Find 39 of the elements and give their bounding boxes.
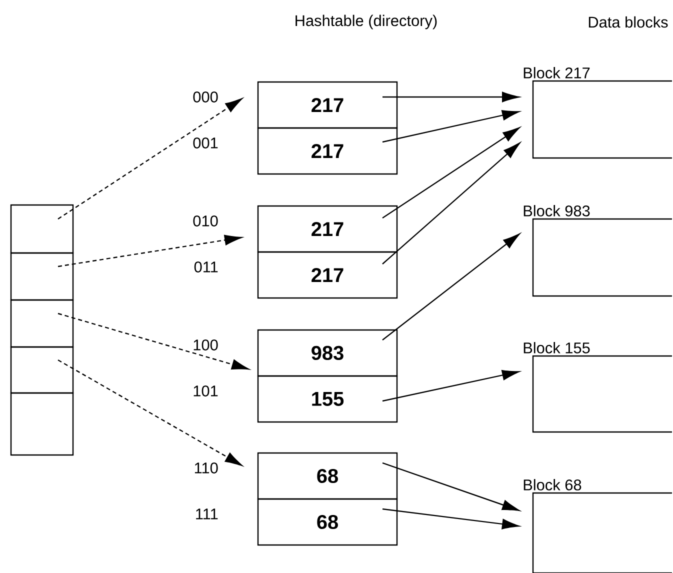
bit-pattern: 011 — [194, 262, 218, 272]
arrow — [382, 462, 520, 511]
data-block: Block 155 — [524, 342, 672, 433]
bit-pattern: 110 — [194, 462, 218, 474]
arrow — [58, 359, 242, 466]
arrow — [58, 312, 249, 370]
array-cell — [10, 346, 74, 394]
array-cell — [10, 392, 74, 456]
column-heading: Data blocks — [588, 16, 668, 28]
array-cell — [10, 299, 74, 348]
data-block: Block 983 — [524, 205, 672, 297]
array-cell — [10, 252, 74, 301]
arrow — [58, 234, 242, 268]
arrow — [382, 508, 520, 530]
directory-entry: 217 — [257, 127, 398, 175]
directory-entry: 68 — [257, 498, 398, 546]
arrow — [382, 142, 520, 264]
arrow — [58, 98, 242, 220]
directory-entry: 217 — [257, 205, 398, 253]
arrow — [382, 127, 520, 218]
bit-pattern: 100 — [194, 340, 218, 350]
directory-entry: 155 — [257, 375, 398, 423]
arrow — [382, 370, 520, 402]
bit-pattern: 111 — [196, 508, 218, 520]
arrow — [382, 92, 520, 102]
arrow — [382, 110, 520, 143]
bit-pattern: 000 — [193, 92, 218, 102]
bit-pattern: 010 — [193, 216, 218, 226]
bit-pattern: 001 — [193, 138, 218, 148]
data-block: Block 217 — [524, 67, 672, 159]
directory-entry: 983 — [257, 329, 398, 377]
array-cell — [10, 204, 74, 254]
bit-pattern: 101 — [194, 386, 218, 396]
arrow — [382, 233, 520, 340]
column-heading: Hashtable (directory) — [296, 14, 437, 30]
directory-entry: 217 — [257, 251, 398, 299]
data-block: Block 68 — [524, 479, 672, 573]
directory-entry: 68 — [257, 452, 398, 500]
directory-entry: 217 — [257, 81, 398, 129]
